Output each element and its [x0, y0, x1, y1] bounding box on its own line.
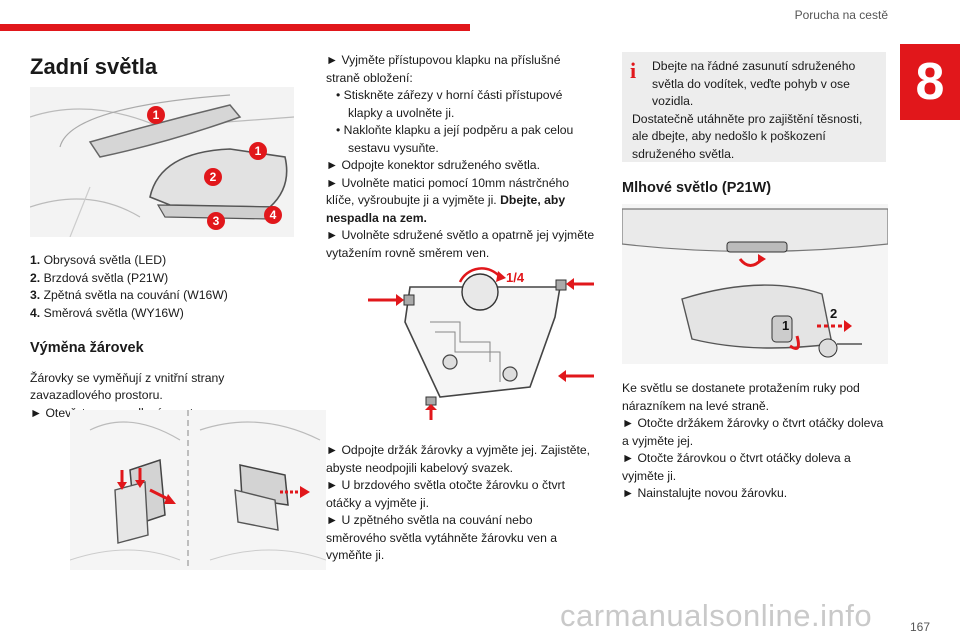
callout-label: 1 — [255, 144, 262, 158]
callout-label: 2 — [210, 170, 217, 184]
legend-item: 2. Brzdová světla (P21W) — [30, 270, 169, 285]
trunk-flap-illustration — [70, 410, 326, 570]
step: ► U brzdového světla otočte žárovku o čt… — [326, 478, 565, 510]
callout-1b — [249, 142, 267, 160]
step: ► U zpětného světla na couvání nebo směr… — [326, 513, 558, 562]
step: ► Odpojte držák žárovky a vyjměte jej. Z… — [326, 443, 591, 475]
rear-lamp-drawing: 1 1 2 3 4 — [30, 94, 294, 237]
fog-light-section: Mlhové světlo (P21W) — [622, 180, 888, 210]
watermark: carmanualsonline.info — [560, 598, 873, 633]
top-red-bar — [0, 24, 470, 31]
lamp-unit-illustration: 1/4 — [360, 262, 596, 420]
step: ► Nainstalujte novou žárovku. — [622, 486, 788, 500]
quarter-turn-label: 1/4 — [506, 270, 525, 285]
fog-light-drawing: 1 2 — [622, 208, 888, 358]
bulb-legend: 1. Obrysová světla (LED) 2. Brzdová svět… — [30, 252, 295, 422]
callout-label: 4 — [270, 208, 277, 222]
step: ► Uvolněte sdružené světlo a opatrně jej… — [326, 228, 595, 260]
callout-1a — [147, 106, 165, 124]
step: ► Vyjměte přístupovou klapku na příslušn… — [326, 53, 561, 85]
page-number: 167 — [909, 620, 930, 634]
info-icon: i — [630, 58, 637, 83]
info-text: Dbejte na řádné zasunutí sdruženého svět… — [632, 59, 863, 161]
paragraph: Žárovky se vyměňují z vnitřní strany zav… — [30, 370, 225, 403]
column-2-lower: ► Odpojte držák žárovky a vyjměte jej. Z… — [326, 442, 596, 565]
fog-light-heading: Mlhové světlo (P21W) — [622, 180, 772, 196]
info-box: i Dbejte na řádné zasunutí sdruženého sv… — [622, 52, 886, 162]
step: ► Otočte žárovkou o čtvrt otáčky doleva … — [622, 451, 851, 483]
sub-bullet: • Stiskněte zářezy v horní části přístup… — [336, 88, 563, 120]
callout-label: 3 — [213, 214, 220, 228]
fog-light-steps: Ke světlu se dostanete protažením ruky p… — [622, 380, 888, 503]
page-heading: Zadní světla — [30, 54, 158, 79]
step: ► Odpojte konektor sdruženého světla. — [326, 158, 540, 172]
callout-label: 1 — [153, 108, 160, 122]
lamp-unit-drawing: 1/4 — [368, 267, 594, 420]
callout-label: 2 — [830, 306, 837, 321]
paragraph: Ke světlu se dostanete protažením ruky p… — [622, 381, 860, 413]
column-1: Zadní světla — [30, 52, 295, 86]
legend-item: 1. Obrysová světla (LED) — [30, 253, 167, 267]
legend-item: 3. Zpětná světla na couvání (W16W) — [30, 288, 228, 302]
step: ► Uvolněte matici pomocí 10mm nástrčného… — [326, 175, 570, 225]
callout-4 — [264, 206, 282, 224]
sub-bullet: • Nakloňte klapku a její podpěru a pak c… — [336, 123, 574, 155]
section-title: Porucha na cestě — [794, 8, 888, 22]
callout-3 — [207, 212, 225, 230]
subheading-bulb-replacement: Výměna žárovek — [30, 340, 144, 356]
callout-2 — [204, 168, 222, 186]
chapter-number-tab: 8 — [900, 44, 960, 120]
legend-item: 4. Směrová světla (WY16W) — [30, 305, 184, 320]
callout-label: 1 — [782, 318, 789, 333]
column-2: ► Vyjměte přístupovou klapku na příslušn… — [326, 52, 596, 262]
step: ► Otočte držákem žárovky o čtvrt otáčky … — [622, 416, 884, 448]
fog-light-illustration: 1 2 — [622, 204, 888, 364]
access-flap-drawing — [70, 410, 326, 570]
rear-lights-illustration: 1 1 2 3 4 — [30, 87, 294, 237]
